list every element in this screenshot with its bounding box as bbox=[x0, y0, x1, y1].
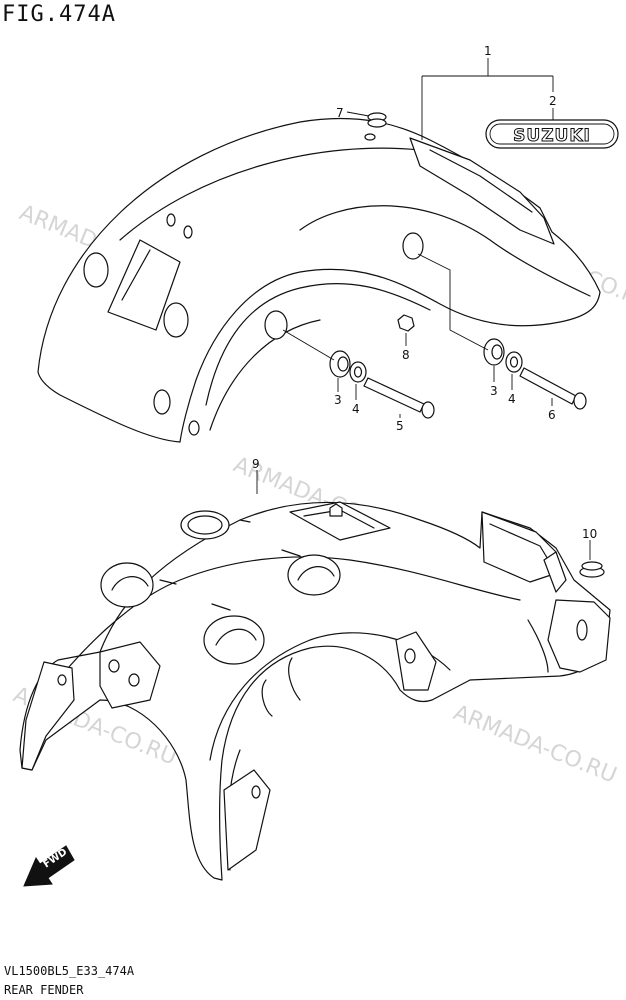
callout-3-left: 3 bbox=[334, 393, 342, 407]
callout-1: 1 bbox=[484, 44, 492, 58]
callout-4-right: 4 bbox=[508, 392, 516, 406]
washer-4-left bbox=[349, 361, 367, 383]
callout-8: 8 bbox=[402, 348, 410, 362]
washer-4-right bbox=[505, 351, 523, 373]
callout-10: 10 bbox=[582, 527, 597, 541]
clip-7 bbox=[367, 112, 387, 128]
leader-lines bbox=[282, 58, 554, 418]
callout-5: 5 bbox=[396, 419, 404, 433]
emblem-text: SUZUKI bbox=[513, 126, 591, 146]
rear-fender-outer bbox=[37, 117, 601, 443]
diagram-caption: REAR FENDER bbox=[4, 983, 84, 997]
watermark: ARMADA-CO.RU bbox=[450, 700, 620, 788]
rear-fender-inner bbox=[19, 501, 611, 881]
grommet-3-left bbox=[329, 350, 351, 378]
suzuki-emblem: SUZUKI bbox=[485, 119, 619, 149]
callouts: 1 2 7 3 4 5 8 3 4 6 9 10 bbox=[252, 44, 597, 541]
bolt-6 bbox=[519, 367, 587, 410]
callout-4-left: 4 bbox=[352, 402, 360, 416]
callout-7: 7 bbox=[336, 106, 344, 120]
footer: VL1500BL5_E33_474A REAR FENDER bbox=[4, 962, 134, 1000]
model-code: VL1500BL5_E33_474A bbox=[4, 964, 135, 978]
figure-title: FIG.474A bbox=[2, 2, 116, 27]
nut-8 bbox=[397, 314, 415, 332]
grommet-3-right bbox=[483, 338, 505, 366]
grommet-10 bbox=[579, 540, 605, 578]
fwd-arrow: FWD bbox=[23, 845, 75, 887]
callout-9: 9 bbox=[252, 457, 260, 471]
callout-2: 2 bbox=[549, 94, 557, 108]
callout-3-right: 3 bbox=[490, 384, 498, 398]
callout-6: 6 bbox=[548, 408, 556, 422]
bolt-5 bbox=[363, 377, 435, 419]
